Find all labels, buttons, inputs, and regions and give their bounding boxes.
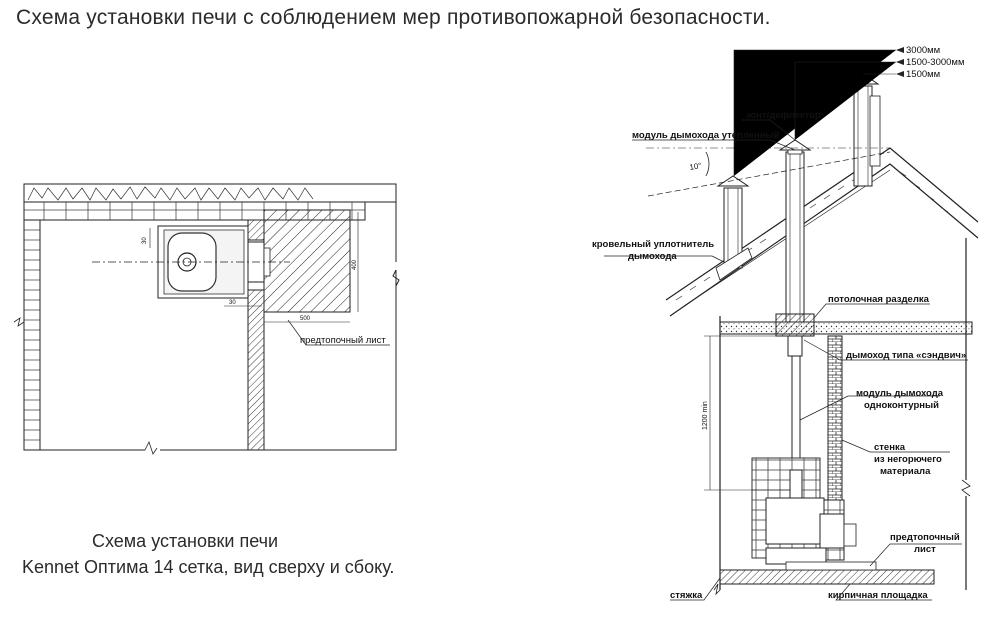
label-screed: стяжка (670, 590, 703, 601)
label-insulated-module: модуль дымохода утепленный (632, 130, 780, 141)
label-brick-pad: кирпичная площадка (828, 590, 928, 601)
label-wall-1: стенка (874, 442, 906, 453)
label-wall-3: материала (880, 466, 931, 477)
figure-caption: Схема установки печи Kennet Оптима 14 се… (22, 528, 394, 580)
label-hearth-1: предтопочный (890, 532, 960, 543)
label-sandwich: дымоход типа «сэндвич» (846, 350, 966, 361)
label-ceiling-cut: потолочная разделка (828, 294, 930, 305)
height-3000: 3000мм (906, 45, 940, 56)
height-1500: 1500мм (906, 69, 940, 80)
label-roof-seal-1: кровельный уплотнитель (592, 239, 714, 250)
dim-height: 400 (352, 259, 358, 270)
dim-1200-min: 1200 min (702, 401, 709, 430)
dim-500: 500 (300, 316, 311, 322)
label-wall-2: из негорючего (874, 454, 942, 465)
dim-30-side: 30 (229, 300, 236, 306)
label-single-module-1: модуль дымохода (856, 388, 944, 399)
label-umbrella: зонт/дефлектор (746, 110, 821, 121)
label-roof-seal-2: дымохода (628, 251, 677, 262)
label-hearth-2: лист (914, 544, 936, 555)
label-single-module-2: одноконтурный (864, 400, 939, 411)
caption-line-2: Kennet Оптима 14 сетка, вид сверху и сбо… (22, 557, 395, 577)
label-hearth-sheet-top: предтопочный лист (300, 335, 386, 346)
side-view-section: 10° 3000мм 1500-3000мм 1500мм 1200 min (592, 45, 979, 601)
caption-line-1: Схема установки печи (92, 531, 279, 551)
height-1500-3000: 1500-3000мм (906, 57, 965, 68)
top-view-plan: 30 30 500 400 предтопочный лист (13, 183, 400, 455)
angle-label: 10° (689, 161, 702, 172)
page-title: Схема установки печи с соблюдением мер п… (16, 6, 771, 29)
dim-30-top: 30 (142, 237, 148, 244)
